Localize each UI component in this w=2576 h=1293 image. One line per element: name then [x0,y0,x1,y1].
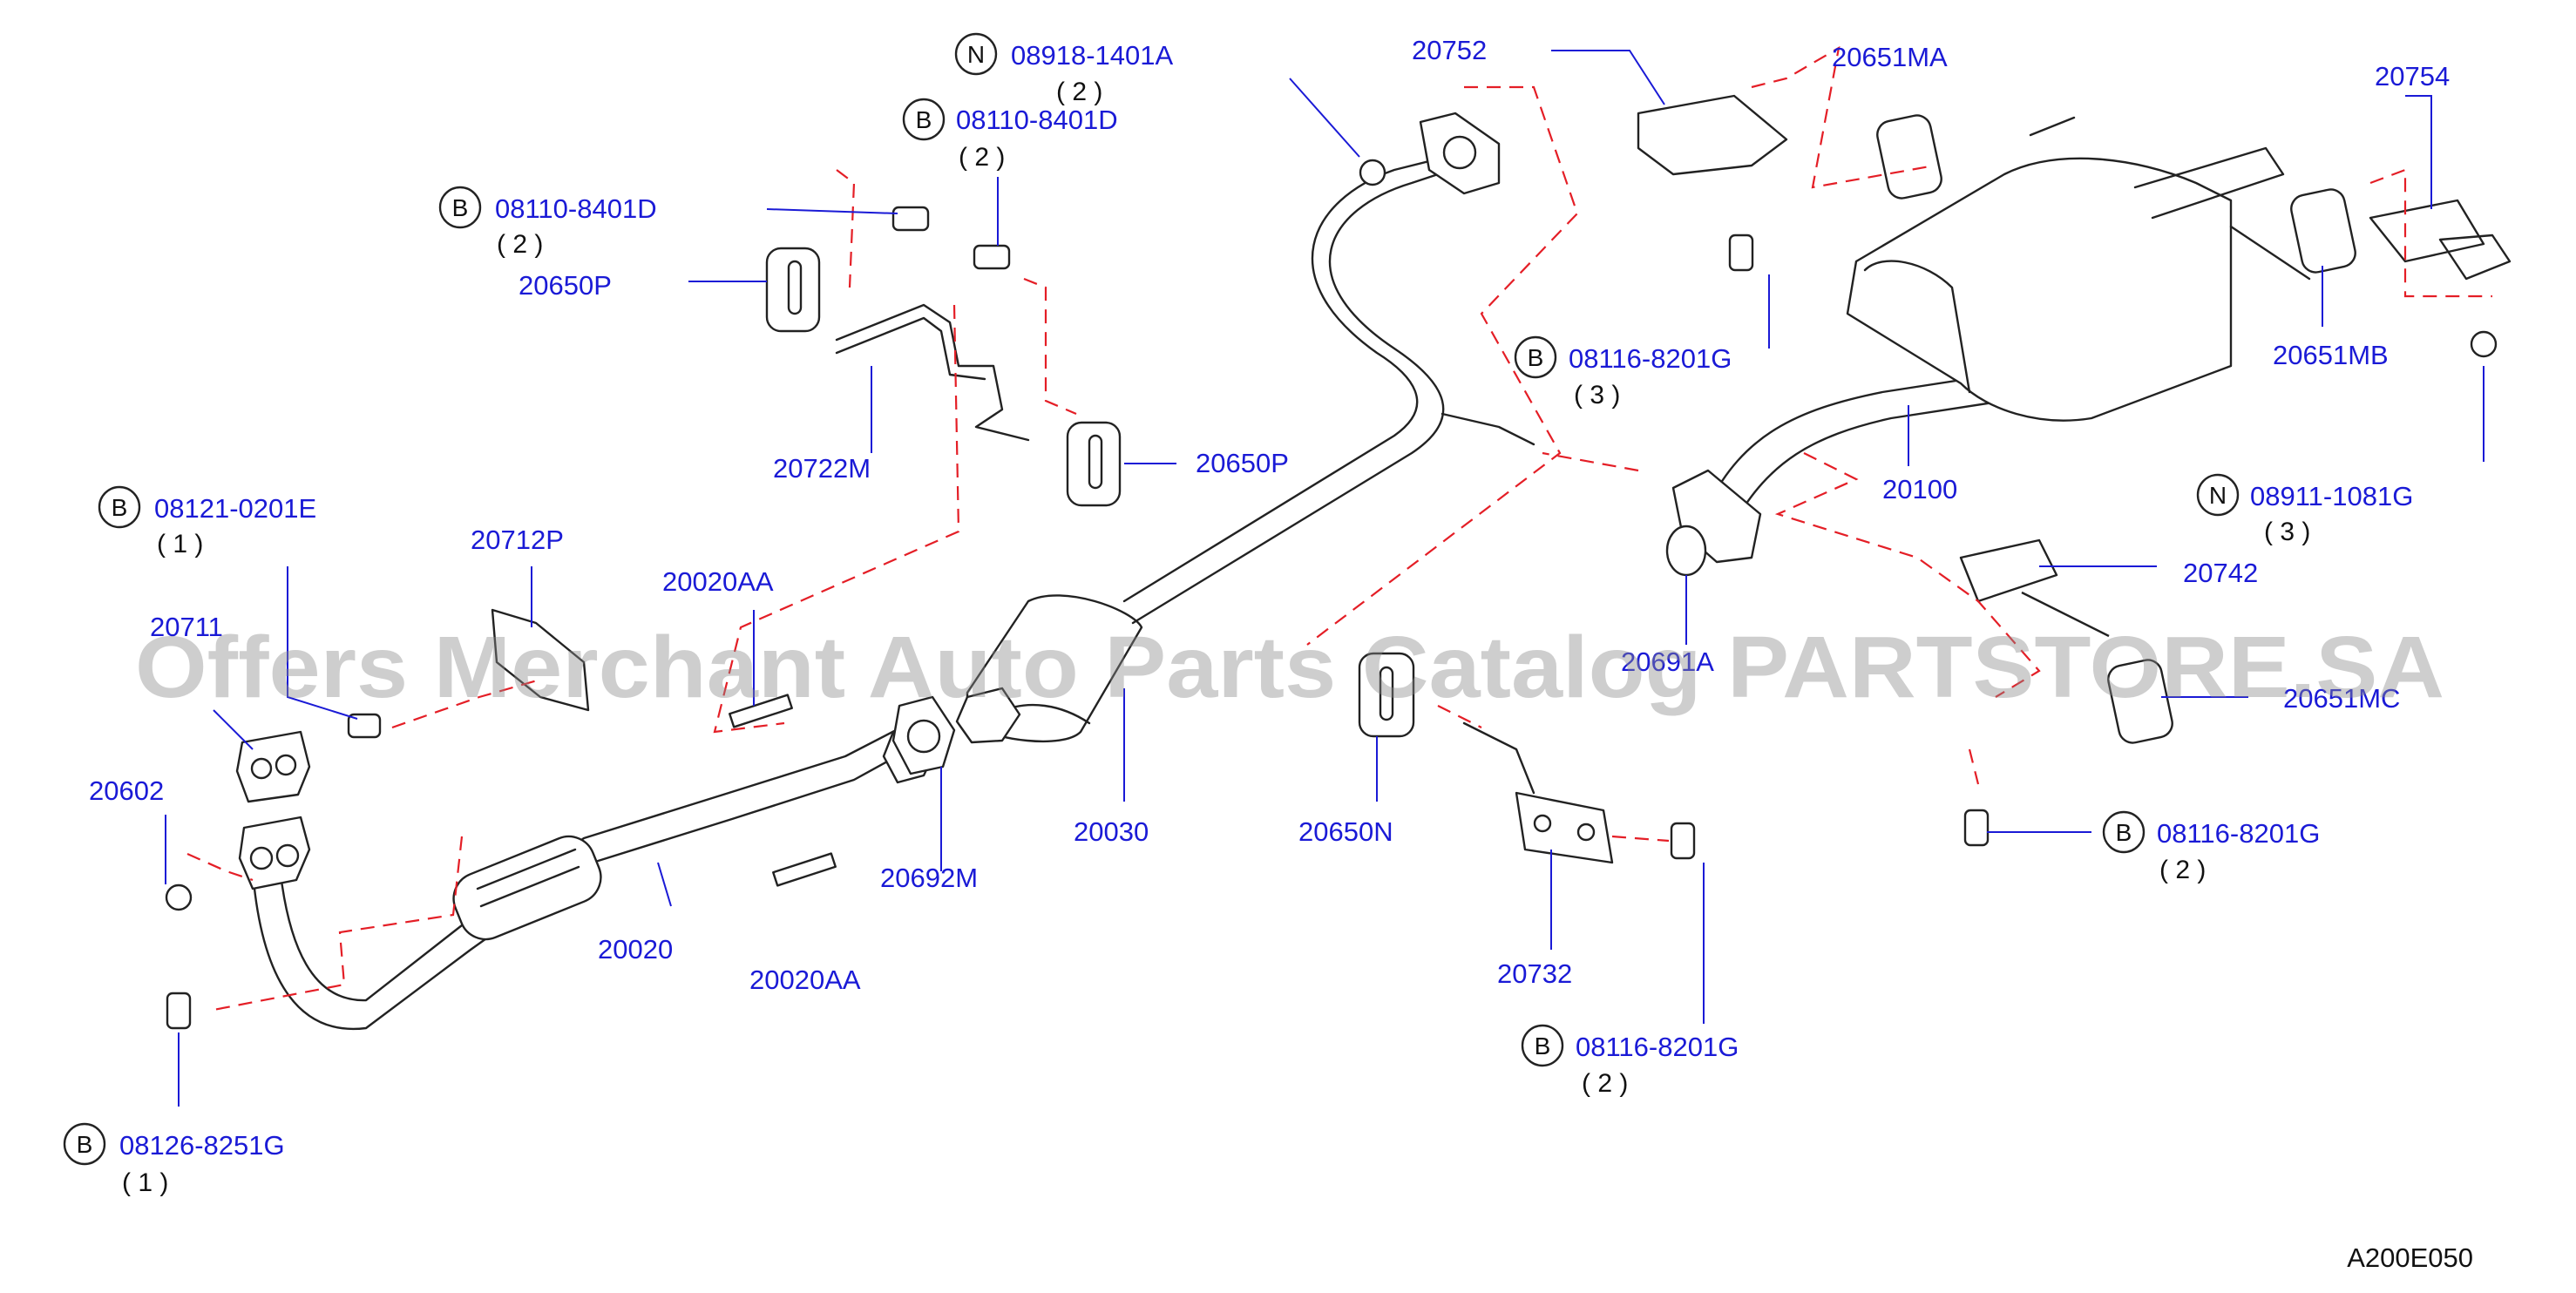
fastener-labels: N 08918-1401A ( 2 ) B 08110-8401D ( 2 ) … [63,32,2413,1197]
bracket-20754-drawing [2369,199,2512,281]
fastener-label-08918-1401A: N 08918-1401A ( 2 ) [954,32,1173,106]
fastener-qty: ( 1 ) [122,1168,168,1197]
watermark: Offers Merchant Auto Parts Catalog PARTS… [135,619,2444,716]
stud-drawings [729,694,837,887]
hanger-20651-drawings [1876,114,2356,744]
fastener-label-08116-8201G-upper: B 08116-8201G ( 3 ) [1514,335,1732,410]
fastener-qty: ( 2 ) [2159,856,2206,884]
fastener-label-08911-1081G: N 08911-1081G ( 3 ) [2196,473,2413,546]
fastener-label-08126-8251G: B 08126-8251G ( 1 ) [63,1122,285,1197]
part-label-20651MC: 20651MC [2283,683,2400,714]
fastener-label-08110-8401D-left: B 08110-8401D ( 2 ) [438,186,657,259]
part-label-20650P-upper: 20650P [519,270,612,301]
fastener-type-letter: B [452,194,469,221]
bracket-20752-drawing [1637,94,1788,176]
fastener-label-08121-0201E: B 08121-0201E ( 1 ) [98,485,316,558]
part-label-20651MA: 20651MA [1832,42,1948,72]
fastener-qty: ( 2 ) [959,143,1005,172]
fastener-number: 08911-1081G [2250,481,2413,511]
part-label-20711: 20711 [150,612,223,642]
front-tube-drawing [238,727,908,1031]
part-label-20692M: 20692M [880,863,978,893]
part-label-20020AA-lower: 20020AA [749,965,861,995]
part-label-20754: 20754 [2375,61,2450,91]
part-labels: 20752 20651MA 20754 20650P 20650P 20722M… [89,35,2450,995]
part-label-20602: 20602 [89,775,164,806]
part-label-20030: 20030 [1074,816,1149,847]
bracket-20722M-drawing [835,303,1030,442]
part-label-20651MB: 20651MB [2273,340,2389,370]
diagram-code: A200E050 [2347,1242,2473,1273]
fastener-qty: ( 2 ) [1582,1069,1628,1098]
part-label-20691A: 20691A [1621,646,1714,677]
fastener-number: 08116-8201G [1576,1032,1739,1062]
fastener-number: 08918-1401A [1011,40,1173,71]
fastener-label-08116-8201G-lower: B 08116-8201G ( 2 ) [1521,1024,1739,1098]
part-label-20020: 20020 [598,934,673,965]
fastener-type-letter: B [1535,1032,1551,1059]
part-label-20722M: 20722M [773,453,871,484]
fastener-number: 08121-0201E [154,493,316,524]
fastener-label-08116-8201G-right: B 08116-8201G ( 2 ) [2102,810,2320,884]
fastener-type-letter: B [112,494,128,521]
fastener-number: 08126-8251G [119,1130,285,1161]
fastener-type-letter: B [916,106,932,133]
part-label-20650N: 20650N [1298,816,1393,847]
fastener-qty: ( 3 ) [1574,381,1620,410]
hanger-20650N-drawing [1358,652,1614,864]
fastener-number: 08110-8401D [956,105,1118,135]
fastener-qty: ( 1 ) [157,530,203,558]
hanger-20650P-drawings [765,247,1122,507]
part-label-20712P: 20712P [471,525,564,555]
part-label-20650P-lower: 20650P [1196,448,1289,478]
gasket-drawings [235,695,956,803]
fastener-qty: ( 3 ) [2264,518,2310,546]
fastener-type-letter: B [1528,344,1544,371]
fastener-number: 08116-8201G [2157,818,2320,849]
fastener-label-08110-8401D-right: B 08110-8401D ( 2 ) [902,98,1118,172]
muffler-assembly-drawing [1665,116,2311,577]
catalytic-converter-drawing [955,112,1535,744]
fastener-qty: ( 2 ) [1056,78,1102,106]
part-label-20020AA-upper: 20020AA [662,566,774,597]
part-label-20742: 20742 [2183,558,2258,588]
fastener-number: 08110-8401D [495,193,657,224]
fastener-qty: ( 2 ) [497,230,543,259]
fastener-drawings [165,159,2498,1030]
part-drawings [165,94,2512,1031]
part-label-20100: 20100 [1882,474,1957,504]
part-label-20732: 20732 [1497,958,1572,989]
bracket-20742-drawing [1959,538,2110,638]
leader-lines [165,50,2484,1107]
fastener-type-letter: N [967,41,985,68]
fastener-type-letter: N [2209,482,2227,509]
assembly-lines [186,45,2492,1012]
fastener-number: 08116-8201G [1569,343,1732,374]
fastener-type-letter: B [77,1131,93,1158]
fastener-type-letter: B [2116,819,2132,846]
part-label-20752: 20752 [1412,35,1487,65]
heat-shield-drawing [491,608,590,712]
